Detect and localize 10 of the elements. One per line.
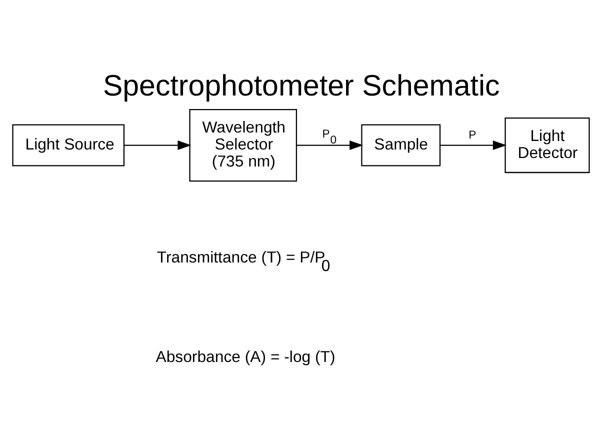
node-box: Light Source	[12, 124, 125, 166]
label: Absorbance (A) = -log (T)	[156, 348, 336, 366]
arrow	[124, 140, 192, 150]
arrow	[296, 140, 364, 150]
node-box: Wavelength Selector (735 nm)	[189, 108, 298, 182]
node-box: Light Detector	[504, 116, 590, 173]
diagram-title: Spectrophotometer Schematic	[102, 69, 500, 102]
edge-label: P	[468, 128, 476, 141]
arrow	[440, 140, 507, 150]
node-box: Sample	[361, 124, 441, 166]
